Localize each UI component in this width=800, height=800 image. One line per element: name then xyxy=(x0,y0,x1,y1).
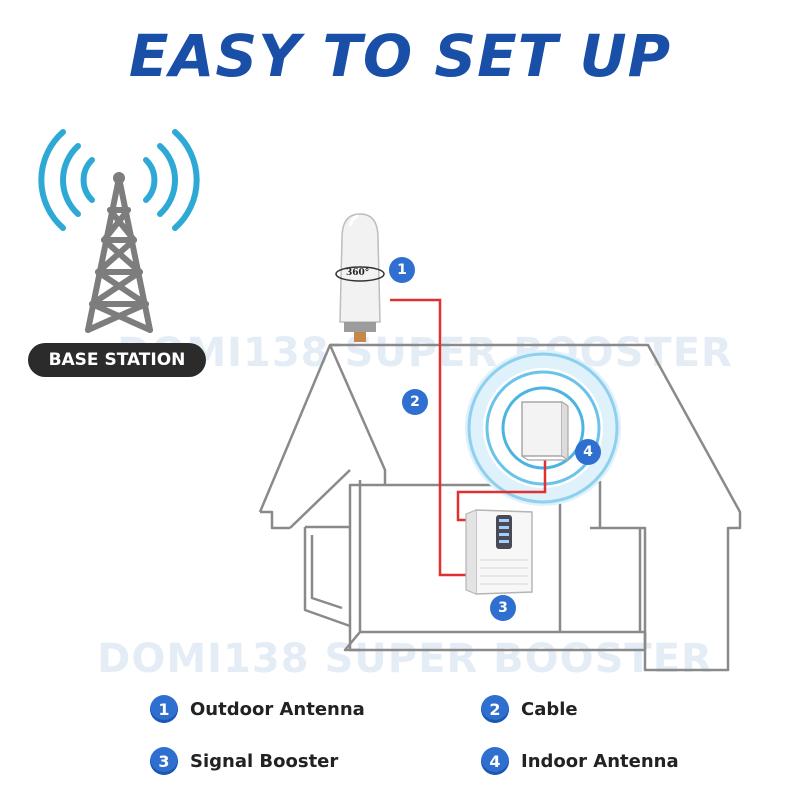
marker-indoor-antenna: 4 xyxy=(583,444,593,460)
marker-outdoor-antenna: 1 xyxy=(397,262,407,278)
legend-label: Outdoor Antenna xyxy=(190,698,365,720)
watermark-bottom: DOMI138 SUPER BOOSTER xyxy=(97,636,713,682)
base-station-label: BASE STATION xyxy=(28,343,206,377)
indoor-antenna-icon xyxy=(521,401,569,462)
legend-label: Signal Booster xyxy=(190,750,339,772)
legend-item-outdoor-antenna: 1 Outdoor Antenna xyxy=(150,694,365,724)
page-title: EASY TO SET UP xyxy=(128,22,672,90)
antenna-rotation-label: 360° xyxy=(346,268,370,278)
legend-number: 1 xyxy=(150,695,178,723)
watermark-top: DOMI138 SUPER BOOSTER xyxy=(117,330,733,376)
signal-booster-icon xyxy=(465,509,533,595)
marker-cable: 2 xyxy=(410,394,420,410)
marker-signal-booster: 3 xyxy=(498,600,508,616)
legend-number: 3 xyxy=(150,747,178,775)
house-outline xyxy=(258,343,742,672)
cable-line xyxy=(390,298,547,577)
legend-item-indoor-antenna: 4 Indoor Antenna xyxy=(481,746,679,776)
legend-number: 2 xyxy=(481,695,509,723)
marker-badges xyxy=(389,257,601,621)
legend-item-cable: 2 Cable xyxy=(481,694,578,724)
legend-label: Cable xyxy=(521,698,578,720)
outdoor-antenna-icon xyxy=(335,213,385,342)
legend-label: Indoor Antenna xyxy=(521,750,679,772)
legend-item-signal-booster: 3 Signal Booster xyxy=(150,746,338,776)
legend-number: 4 xyxy=(481,747,509,775)
base-station-tower-icon xyxy=(38,129,200,333)
broadcast-waves-icon xyxy=(38,129,200,231)
